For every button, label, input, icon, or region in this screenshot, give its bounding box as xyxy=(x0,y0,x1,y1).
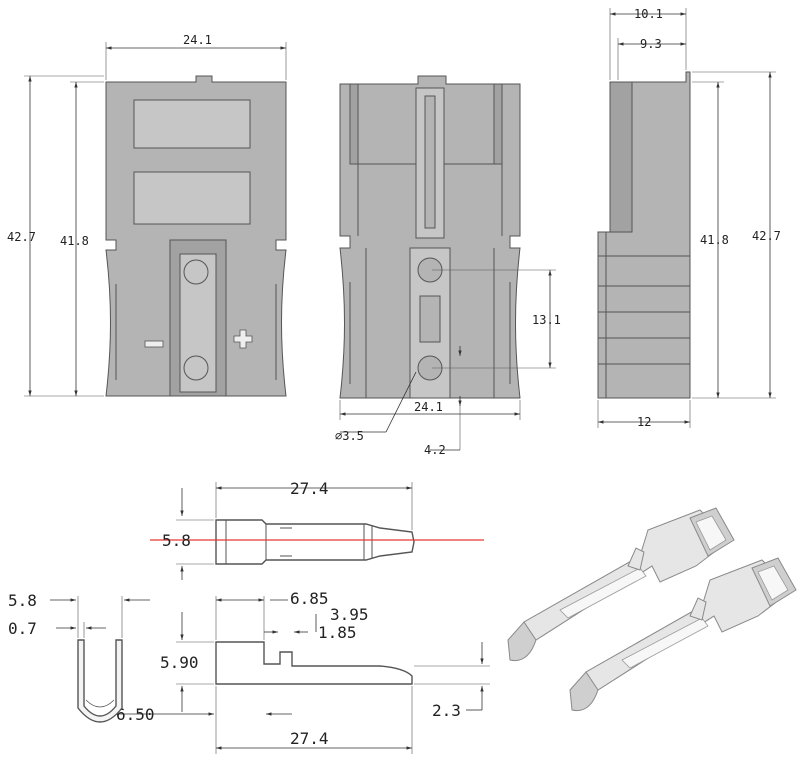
dim-3-95: 3.95 xyxy=(330,605,369,624)
rear-view-dimensions: 13.1 24.1 ∅3.5 4.2 xyxy=(335,269,561,457)
rear-view xyxy=(339,75,521,399)
dim-section-thickness: 0.7 xyxy=(8,619,37,638)
contact-top-view: 27.4 5.8 xyxy=(150,479,484,580)
dim-offset: 4.2 xyxy=(424,443,446,457)
minus-sign xyxy=(144,340,164,348)
side-view xyxy=(597,71,691,399)
front-view-dimensions: 24.1 42.7 41.8 xyxy=(7,33,287,397)
dim-contact-length-top: 27.4 xyxy=(290,479,329,498)
dim-side-outer-height: 42.7 xyxy=(752,229,781,243)
contact-side-view: 6.85 3.95 1.85 5.90 6.50 2.3 27.4 xyxy=(116,589,490,754)
dim-thickness-2-3: 2.3 xyxy=(432,701,461,720)
dim-1-85: 1.85 xyxy=(318,623,357,642)
dim-section-width: 5.8 xyxy=(8,591,37,610)
dim-outer-height: 42.7 xyxy=(7,230,36,244)
dim-bottom-width: 24.1 xyxy=(414,400,443,414)
contact-pin-back xyxy=(507,507,735,662)
dim-depth-6-50: 6.50 xyxy=(116,705,155,724)
front-view xyxy=(105,75,287,397)
contact-cross-section: 5.8 0.7 xyxy=(8,591,150,723)
dim-6-85: 6.85 xyxy=(290,589,329,608)
dim-inner-height: 41.8 xyxy=(60,234,89,248)
dim-height-5-90: 5.90 xyxy=(160,653,199,672)
dim-side-width-top: 10.1 xyxy=(634,7,663,21)
contact-pins-illustration xyxy=(507,507,797,712)
plus-sign xyxy=(233,329,253,349)
dim-side-bottom-width: 12 xyxy=(637,415,651,429)
contact-pin-front xyxy=(569,557,797,712)
dim-side-inner-height: 41.8 xyxy=(700,233,729,247)
dim-contact-length-bottom: 27.4 xyxy=(290,729,329,748)
dim-top-width: 24.1 xyxy=(183,33,212,47)
dim-hole-diameter: ∅3.5 xyxy=(335,429,364,443)
dim-center-spacing: 13.1 xyxy=(532,313,561,327)
side-view-dimensions: 10.1 9.3 41.8 42.7 12 xyxy=(597,7,781,429)
dim-side-width-inner: 9.3 xyxy=(640,37,662,51)
dim-contact-diameter: 5.8 xyxy=(162,531,191,550)
